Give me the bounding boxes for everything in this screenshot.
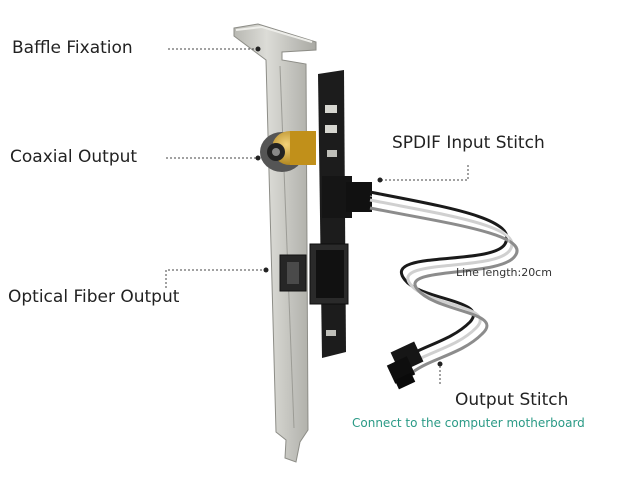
label-output-stitch: Output Stitch [455, 390, 569, 410]
rca-jack-icon [260, 131, 316, 172]
label-line-length: Line length:20cm [456, 266, 552, 279]
output-connector [386, 341, 424, 390]
label-motherboard-note: Connect to the computer motherboard [352, 416, 585, 430]
label-baffle-fixation: Baffle Fixation [12, 38, 133, 58]
label-optical-fiber-output: Optical Fiber Output [8, 287, 180, 307]
toslink-port-icon [279, 254, 307, 292]
metal-bracket [233, 23, 317, 463]
label-coaxial-output: Coaxial Output [10, 147, 138, 167]
leader-lines [165, 46, 469, 384]
input-connector [322, 176, 372, 218]
label-spdif-input-stitch: SPDIF Input Stitch [392, 133, 545, 153]
cable [369, 190, 519, 374]
